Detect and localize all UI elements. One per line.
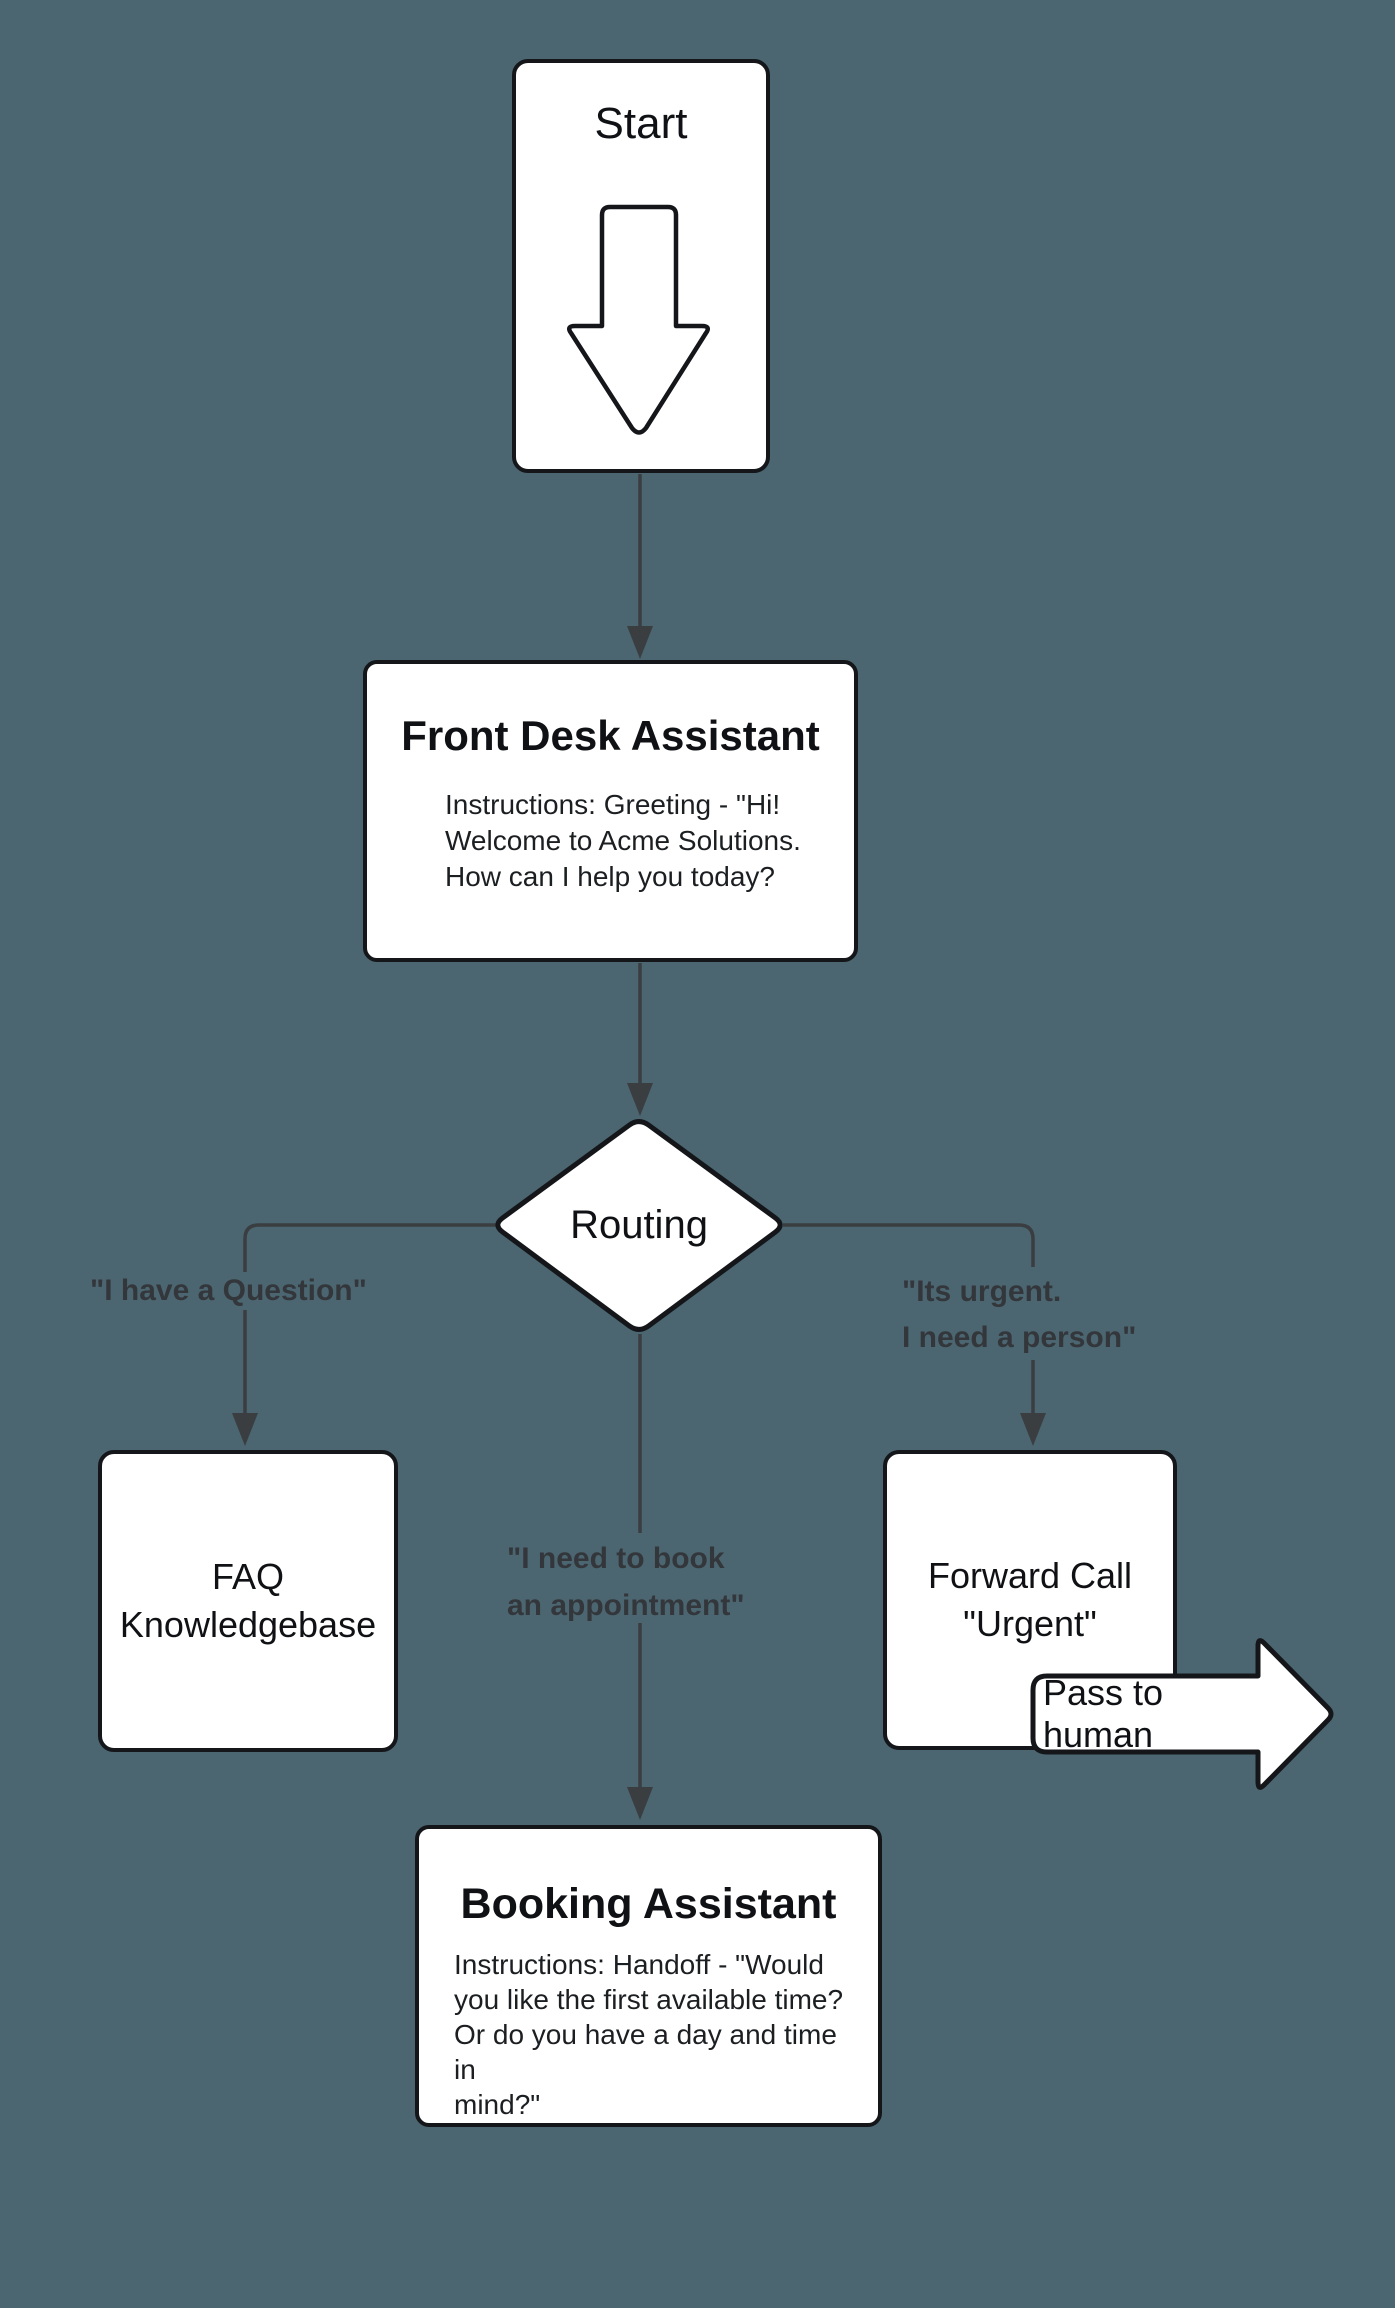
edge-front-desk-to-routing — [627, 963, 653, 1116]
edge-routing-to-forward — [783, 1223, 1046, 1446]
edge-start-to-front-desk — [627, 474, 653, 659]
forward-call-urgent-node[interactable]: Forward Call "Urgent" — [883, 1450, 1177, 1750]
start-node-title: Start — [594, 99, 688, 148]
edge-routing-to-booking — [627, 1334, 653, 1820]
edge-label-i-have-a-question: "I have a Question" — [90, 1274, 367, 1307]
edge-label-i-need-to-book-an-appointment: "I need to book an appointment" — [507, 1542, 745, 1622]
pass-to-human-label: Pass to human — [1043, 1672, 1164, 1755]
forward-call-urgent-label: Forward Call "Urgent" — [927, 1555, 1133, 1644]
faq-knowledgebase-node[interactable]: FAQ Knowledgebase — [98, 1450, 398, 1752]
routing-diamond-shape[interactable] — [495, 1119, 783, 1332]
faq-knowledgebase-label: FAQ Knowledgebase — [119, 1556, 377, 1645]
booking-assistant-title: Booking Assistant — [460, 1880, 837, 1928]
edge-label-its-urgent-i-need-a-person: "Its urgent. I need a person" — [902, 1275, 1137, 1354]
edge-routing-to-faq — [232, 1223, 497, 1446]
start-node[interactable]: Start — [512, 59, 770, 473]
front-desk-assistant-instructions: Instructions: Greeting - "Hi! Welcome to… — [445, 789, 801, 892]
front-desk-assistant-node[interactable]: Front Desk Assistant Instructions: Greet… — [363, 660, 858, 962]
booking-assistant-node[interactable]: Booking Assistant Instructions: Handoff … — [415, 1825, 882, 2127]
front-desk-assistant-title: Front Desk Assistant — [401, 712, 820, 759]
booking-assistant-instructions: Instructions: Handoff - "Would you like … — [454, 1949, 844, 2120]
routing-diamond-label: Routing — [570, 1202, 708, 1247]
